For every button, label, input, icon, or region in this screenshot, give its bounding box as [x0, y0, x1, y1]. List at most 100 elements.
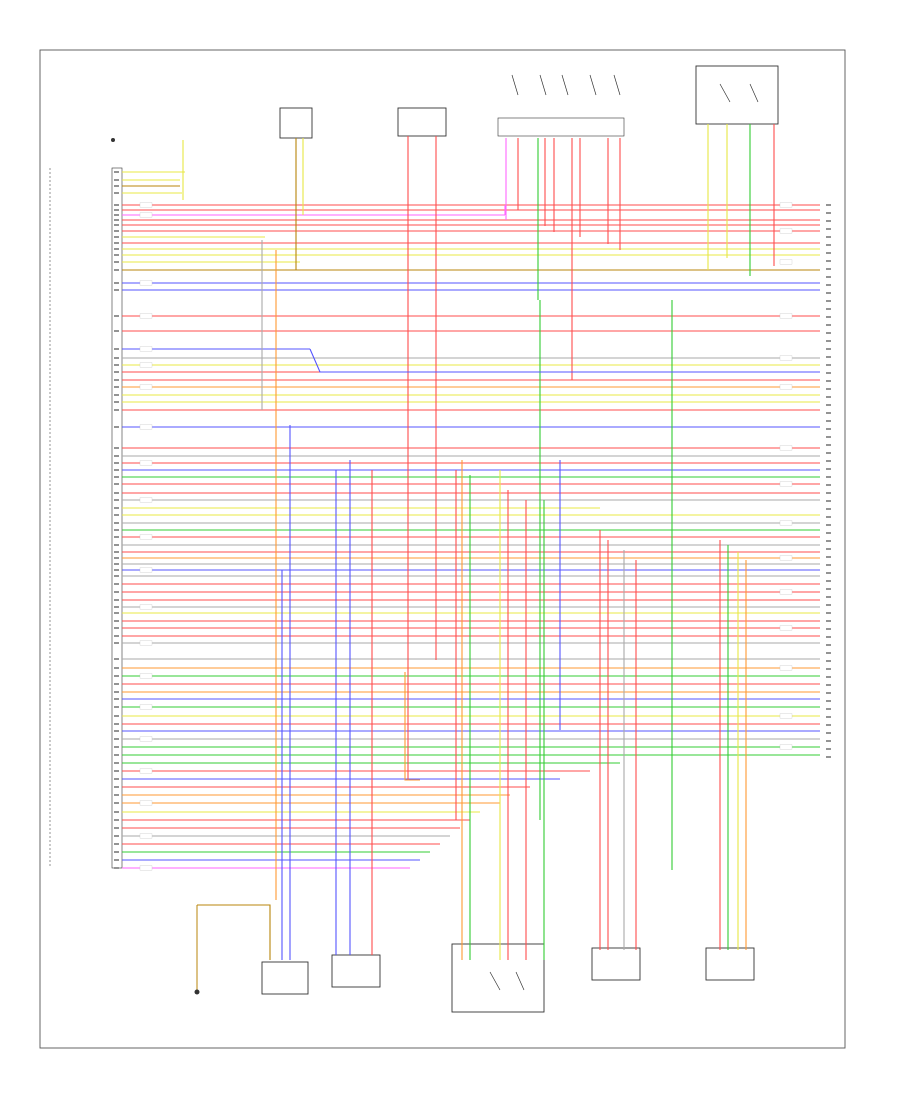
pin-number — [826, 492, 831, 494]
wire-label — [779, 520, 793, 526]
pin-number — [826, 220, 831, 222]
wire-label — [139, 604, 153, 610]
wire-label — [779, 744, 793, 750]
pin-number — [114, 248, 119, 250]
pin-number — [826, 276, 831, 278]
pin-number — [114, 599, 119, 601]
pin-number — [114, 557, 119, 559]
pin-number — [826, 556, 831, 558]
wire-label — [139, 346, 153, 352]
wire-label — [139, 534, 153, 540]
wire-label — [139, 800, 153, 806]
pin-number — [114, 214, 119, 216]
pin-number — [826, 444, 831, 446]
pin-number — [114, 536, 119, 538]
wire-label — [139, 497, 153, 503]
pin-number — [826, 532, 831, 534]
pin-number — [826, 548, 831, 550]
pin-number — [826, 700, 831, 702]
wire — [309, 348, 820, 373]
pin-number — [826, 412, 831, 414]
pin-number — [114, 563, 119, 565]
pin-number — [114, 786, 119, 788]
pin-number — [826, 668, 831, 670]
pin-number — [826, 524, 831, 526]
wire-label — [779, 313, 793, 319]
pin-number — [826, 348, 831, 350]
pin-number — [114, 738, 119, 740]
pin-number — [826, 508, 831, 510]
wire-label — [139, 202, 153, 208]
wire-label — [139, 833, 153, 839]
pin-number — [114, 269, 119, 271]
pin-number — [826, 596, 831, 598]
pin-number — [826, 308, 831, 310]
pin-number — [114, 642, 119, 644]
pin-number — [114, 242, 119, 244]
pin-number — [114, 394, 119, 396]
wire-label — [779, 202, 793, 208]
pin-number — [826, 436, 831, 438]
wire-label — [139, 640, 153, 646]
pin-number — [114, 575, 119, 577]
pin-number — [826, 708, 831, 710]
sensor-c — [397, 107, 447, 137]
wire — [197, 904, 271, 960]
pin-number — [114, 620, 119, 622]
wire-label — [139, 362, 153, 368]
pin-number — [826, 476, 831, 478]
pin-number — [826, 612, 831, 614]
wire-label — [139, 424, 153, 430]
pin-number — [114, 835, 119, 837]
pin-number — [826, 340, 831, 342]
pin-number — [826, 684, 831, 686]
pin-number — [826, 500, 831, 502]
pin-number — [114, 754, 119, 756]
pin-number — [826, 260, 831, 262]
pin-number — [826, 516, 831, 518]
pin-number — [114, 185, 119, 187]
pin-number — [114, 483, 119, 485]
sensor-d — [261, 961, 309, 995]
wire-label — [779, 355, 793, 361]
pin-number — [114, 426, 119, 428]
pin-number — [826, 564, 831, 566]
pin-number — [114, 379, 119, 381]
pin-number — [826, 692, 831, 694]
pin-number — [826, 580, 831, 582]
pin-number — [114, 606, 119, 608]
pin-number — [826, 732, 831, 734]
pin-number — [114, 851, 119, 853]
pin-number — [826, 724, 831, 726]
pin-number — [826, 372, 831, 374]
pin-numbers — [114, 171, 831, 869]
pin-number — [114, 667, 119, 669]
diagram-frame — [39, 49, 846, 1049]
vertical-wires — [182, 124, 820, 960]
pin-number — [114, 224, 119, 226]
wire-label — [779, 259, 793, 265]
pin-number — [114, 219, 119, 221]
pin-number — [826, 356, 831, 358]
sensor-a — [111, 138, 115, 142]
pin-number — [826, 756, 831, 758]
sensor-e — [331, 954, 381, 988]
pin-number — [114, 802, 119, 804]
pin-number — [114, 529, 119, 531]
pin-number — [114, 819, 119, 821]
pin-number — [114, 261, 119, 263]
pin-number — [114, 762, 119, 764]
wire-label — [779, 555, 793, 561]
pin-number — [826, 420, 831, 422]
wire-label — [779, 445, 793, 451]
pin-number — [826, 620, 831, 622]
pin-number — [826, 332, 831, 334]
pin-number — [114, 698, 119, 700]
wire-label — [139, 865, 153, 871]
switch-bank — [497, 74, 625, 137]
pin-number — [114, 236, 119, 238]
wire-label — [139, 567, 153, 573]
pin-number — [114, 462, 119, 464]
pin-number — [114, 455, 119, 457]
